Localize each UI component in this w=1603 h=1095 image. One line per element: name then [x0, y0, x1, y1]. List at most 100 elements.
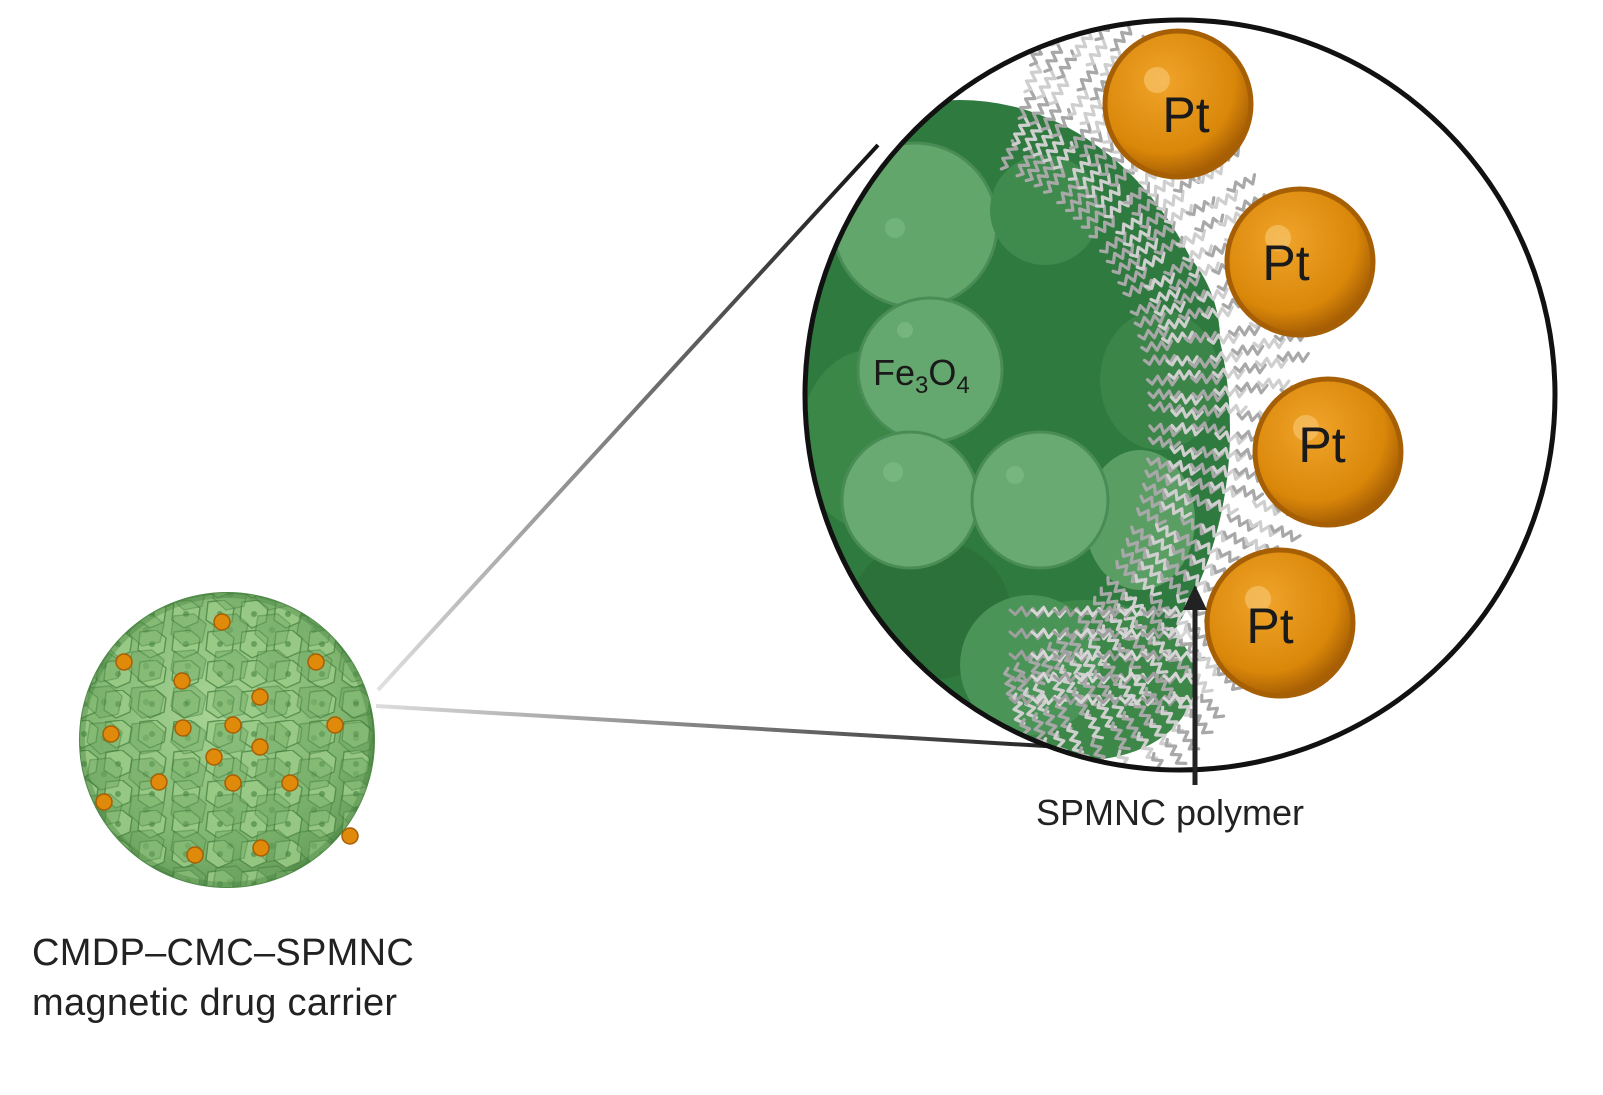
polymer-strand: [1071, 687, 1092, 717]
polymer-strand: [1074, 627, 1112, 641]
polymer-strand: [1133, 312, 1166, 328]
polymer-strand: [1153, 300, 1186, 317]
polymer-strand: [1145, 549, 1175, 571]
zoom-connector-upper: [376, 143, 880, 692]
polymer-strand: [1139, 207, 1168, 230]
polymer-strand: [1048, 75, 1070, 106]
polymer-strand: [1206, 332, 1240, 345]
polymer-strand: [1109, 23, 1133, 52]
polymer-strand: [1040, 101, 1062, 131]
fe3o4-label-o: O: [928, 352, 956, 393]
polymer-strand: [1170, 406, 1204, 421]
polymer-strand: [1131, 193, 1159, 217]
polymer-strand: [1156, 189, 1185, 212]
polymer-strand: [1074, 649, 1112, 663]
polymer-strand: [1135, 251, 1166, 271]
polymer-strand: [1069, 656, 1090, 686]
polymer-strand: [1273, 330, 1307, 342]
pt-dot: [252, 839, 270, 857]
polymer-strand: [1008, 671, 1046, 685]
pt-dot: [115, 653, 133, 671]
polymer-strand: [1269, 524, 1302, 543]
polymer-strand: [1099, 150, 1125, 176]
pt-dot: [251, 688, 269, 706]
polymer-strand: [1137, 326, 1170, 341]
polymer-strand: [1233, 467, 1267, 483]
polymer-strand: [1148, 422, 1182, 438]
pt-particle-3: Pt: [1252, 376, 1404, 528]
fe3o4-label: Fe3O4: [873, 352, 970, 399]
polymer-strand: [1079, 97, 1103, 126]
polymer-strand: [1028, 654, 1046, 686]
polymer-strand: [1188, 357, 1222, 369]
carrier-caption-line2: magnetic drug carrier: [32, 982, 398, 1024]
polymer-strand: [1051, 108, 1074, 138]
polymer-strand: [1140, 561, 1169, 584]
polymer-strand: [1166, 473, 1199, 491]
polymer-strand: [1036, 68, 1057, 100]
carrier-sphere: [79, 592, 375, 888]
polymer-strand: [1214, 430, 1248, 445]
polymer-strand: [1185, 493, 1218, 511]
polymer-strand: [1003, 666, 1018, 700]
pt-dot: [102, 725, 120, 743]
polymer-strand: [1052, 693, 1090, 707]
polymer-strand: [1096, 693, 1134, 707]
polymer-strand: [1165, 560, 1195, 582]
polymer-strand: [1053, 141, 1076, 170]
polymer-strand: [1120, 548, 1150, 571]
polymer-strand: [1144, 686, 1168, 714]
pt-dot: [341, 827, 359, 845]
polymer-strand: [1030, 627, 1068, 641]
pt-dot: [224, 774, 242, 792]
polymer-strand: [1030, 693, 1068, 707]
polymer-strand: [1122, 278, 1153, 298]
polymer-strand: [1030, 649, 1068, 663]
polymer-strand: [1139, 494, 1171, 513]
polymer-strand: [1149, 287, 1181, 304]
polymer-caption: SPMNC polymer: [1036, 792, 1305, 833]
polymer-strand: [1163, 258, 1195, 277]
carrier-caption-line1: CMDP–CMC–SPMNC: [32, 932, 415, 974]
polymer-strand: [1257, 377, 1291, 391]
polymer-strand: [1050, 762, 1067, 770]
polymer-strand: [1095, 183, 1121, 208]
polymer-strands: [999, 20, 1314, 770]
polymer-strand: [1072, 28, 1094, 59]
fe3o4-label-sub1: 3: [915, 372, 928, 399]
zoom-connector-lower: [375, 704, 1113, 752]
polymer-strand: [1118, 627, 1156, 641]
polymer-strand: [1145, 374, 1180, 387]
polymer-strand: [1191, 389, 1225, 403]
polymer-strand: [1122, 225, 1152, 247]
polymer-strand: [1052, 605, 1090, 619]
polymer-strand: [1056, 49, 1078, 80]
polymer-strand: [1160, 705, 1184, 732]
pt-dot: [95, 793, 113, 811]
polymer-strand: [1157, 316, 1191, 331]
polymer-strand: [1170, 422, 1204, 437]
polymer-strand: [1077, 613, 1101, 641]
polymer-strand: [1027, 743, 1043, 770]
polymer-strand: [1175, 531, 1207, 552]
polymer-strand: [1192, 404, 1226, 419]
polymer-strand: [1011, 115, 1031, 147]
polymer-strand: [1255, 356, 1289, 369]
polymer-strand: [1208, 189, 1239, 209]
polymer-strand: [1086, 172, 1112, 198]
polymer-strand: [1118, 679, 1141, 707]
polymer-strand: [1191, 555, 1222, 577]
polymer-strand: [1042, 706, 1060, 738]
polymer-strand: [1042, 165, 1066, 194]
polymer-strand: [1115, 559, 1143, 584]
polymer-strand: [1118, 671, 1156, 685]
pt-particle-1: Pt: [1102, 28, 1254, 180]
pt-dot: [186, 846, 204, 864]
polymer-strand: [1032, 126, 1054, 157]
polymer-strand: [1008, 627, 1046, 641]
polymer-strand: [1162, 671, 1200, 685]
polymer-strand: [1189, 462, 1223, 479]
polymer-strand: [1130, 525, 1161, 547]
polymer-strand: [1101, 624, 1125, 651]
